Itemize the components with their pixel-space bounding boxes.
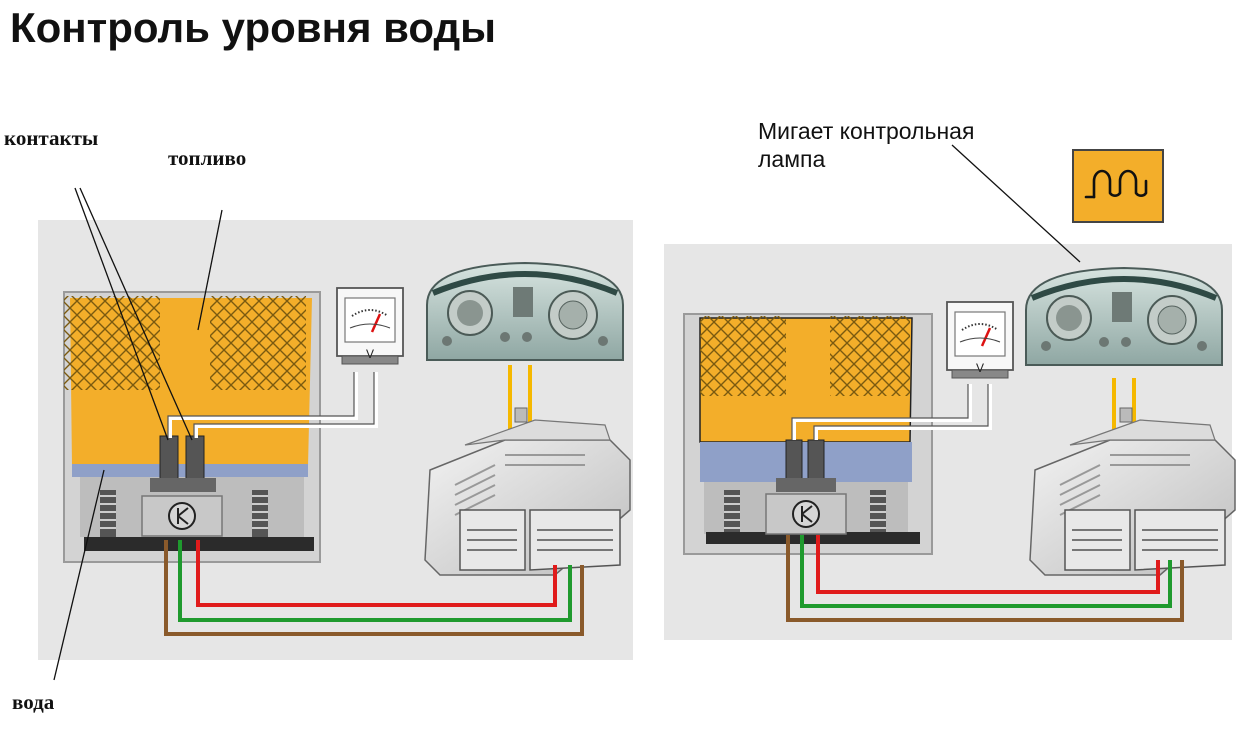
voltmeter-unit: V [366,347,374,361]
right-panel: V [664,144,1236,640]
wire-red-right [816,535,1160,594]
filter-element-right [210,296,306,390]
warning-lamp [1072,149,1164,223]
glow-plug-coil-icon [1084,169,1148,199]
filter-element-left-right [700,316,786,396]
contact-wires [168,372,378,438]
wiring-harness [164,540,584,636]
dashboard-icon-right [1026,268,1222,365]
fuel-filter-housing-right [683,313,933,555]
wire-brown-right [786,535,1184,622]
lamp-leader-line [951,144,1081,263]
wiring-harness-right [786,535,1184,622]
wire-green [178,540,572,622]
label-fuel: топливо [168,146,247,170]
transistor-icon-right [765,493,847,535]
page-title: Контроль уровня воды [10,4,497,51]
wire-green-right [800,535,1172,608]
filter-element-left [64,296,160,390]
filter-element-right-right [830,316,910,396]
label-warning-lamp: Мигает контрольная лампа [758,118,975,172]
leader-lines [53,187,223,681]
dashboard-icon [427,263,623,360]
label-contacts: контакты [4,126,99,150]
wire-brown [164,540,584,636]
sensor-contacts [150,435,216,492]
left-panel: V [38,187,633,681]
water-layer-right [700,442,912,482]
voltmeter-unit-right: V [976,361,984,375]
sensor-contacts-right [776,439,836,492]
label-water: вода [12,690,55,714]
transistor-icon [141,495,223,537]
wire-red [196,540,557,607]
